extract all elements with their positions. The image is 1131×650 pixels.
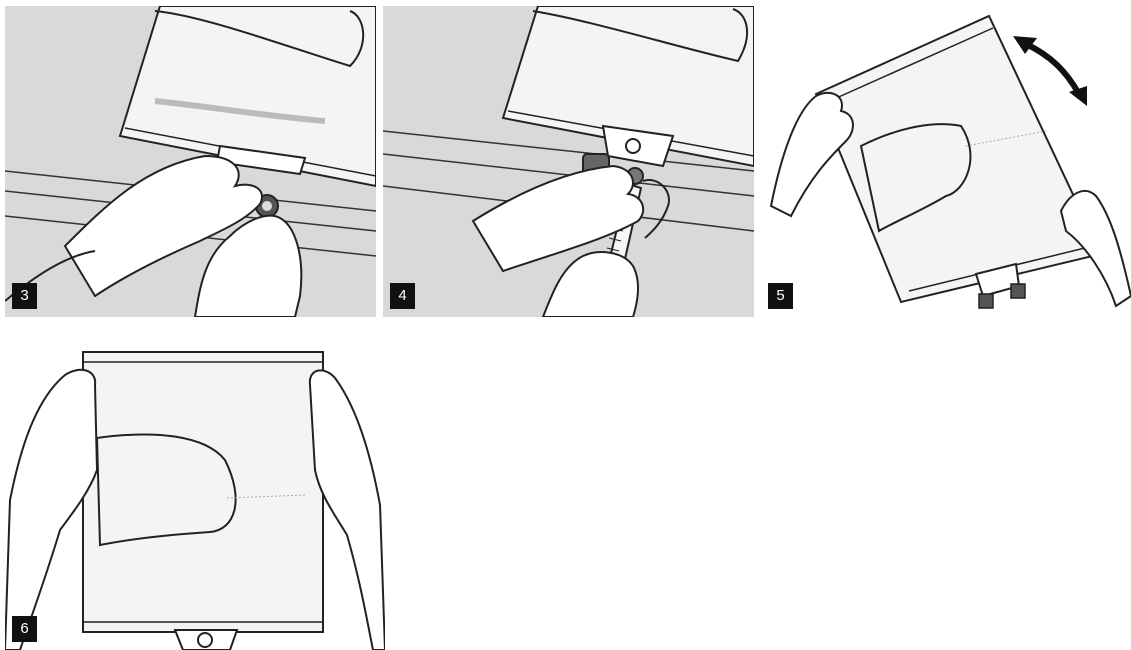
step-6-illustration xyxy=(5,330,385,650)
step-6-panel: 6 xyxy=(5,330,385,650)
port-connector xyxy=(175,630,237,650)
infusion-bag xyxy=(83,352,323,632)
step-number-badge: 5 xyxy=(768,283,793,309)
step-5-panel: 5 xyxy=(761,6,1131,317)
step-4-illustration xyxy=(383,6,754,317)
step-number-badge: 6 xyxy=(12,616,37,642)
step-3-panel: 3 xyxy=(5,6,376,317)
step-3-illustration xyxy=(5,6,376,317)
step-5-illustration xyxy=(761,6,1131,317)
step-4-panel: 4 xyxy=(383,6,754,317)
step-number-badge: 4 xyxy=(390,283,415,309)
step-number-badge: 3 xyxy=(12,283,37,309)
